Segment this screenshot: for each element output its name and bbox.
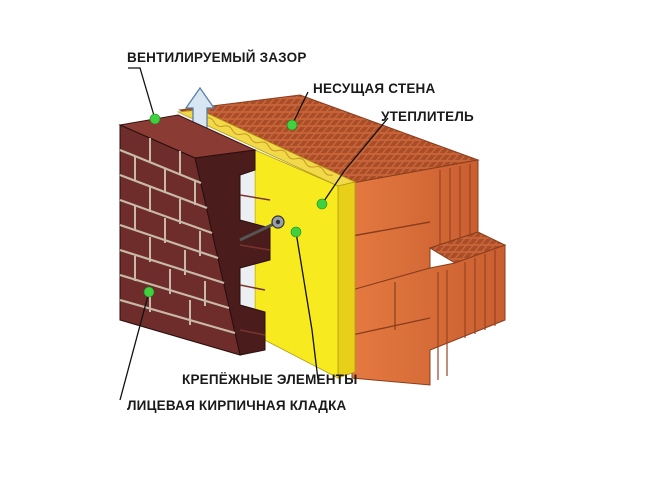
load-bearing-wall <box>178 94 507 386</box>
markers <box>143 113 328 298</box>
insulation-front <box>254 149 339 379</box>
marker-facing-brickwork <box>143 286 155 298</box>
insulation-side <box>337 181 356 379</box>
wall-anchor-icon <box>239 215 285 242</box>
label-facing-brickwork: ЛИЦЕВАЯ КИРПИЧНАЯ КЛАДКА <box>127 398 347 413</box>
marker-ventilated-gap <box>149 113 161 125</box>
leader-lines <box>119 67 389 401</box>
block-slots-upper <box>439 164 471 245</box>
label-load-bearing-wall: НЕСУЩАЯ СТЕНА <box>313 81 435 96</box>
label-insulation: УТЕПЛИТЕЛЬ <box>381 109 474 124</box>
marker-load-bearing-wall <box>286 119 298 131</box>
block-lower-front <box>351 244 506 386</box>
side-joints <box>239 194 271 336</box>
facing-brick-side <box>194 149 271 356</box>
label-ventilated-gap: ВЕНТИЛИРУЕМЫЙ ЗАЗОР <box>127 50 307 65</box>
mortar-joints <box>119 148 236 335</box>
mortar-perpends <box>134 138 206 325</box>
facing-brickwork <box>118 114 271 356</box>
marker-fasteners <box>290 226 302 238</box>
block-slots-lower <box>437 250 496 380</box>
label-fasteners: КРЕПЁЖНЫЕ ЭЛЕМЕНТЫ <box>182 372 358 387</box>
insulation-fibers <box>204 117 334 176</box>
marker-insulation <box>316 198 328 210</box>
